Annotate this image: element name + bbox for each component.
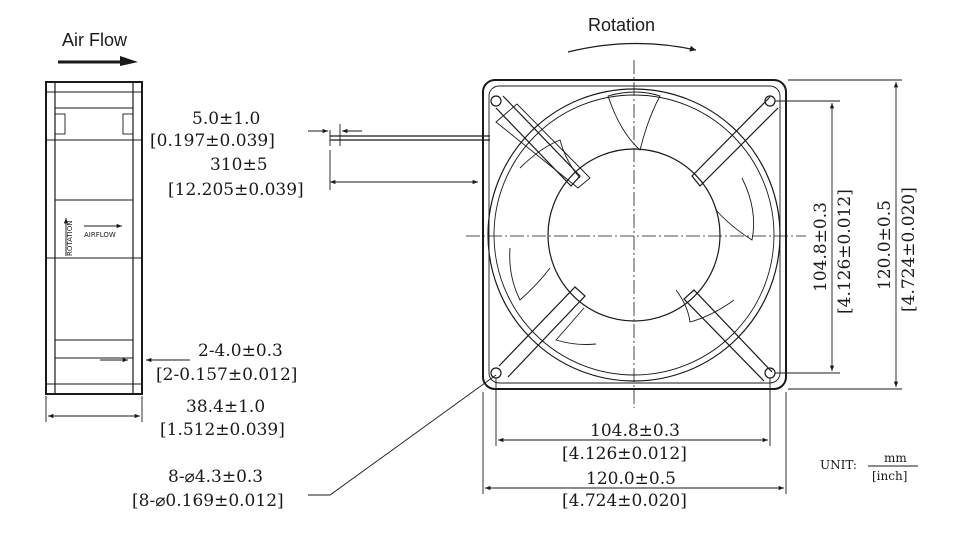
air-flow-label: Air Flow xyxy=(62,30,128,50)
side-sticker: ROTATION AIRFLOW xyxy=(63,218,122,256)
hole-spacing-h-inch: [4.126±0.012] xyxy=(562,444,687,464)
height-mm: 120.0±0.5 xyxy=(875,200,895,290)
height-vertical-dimension xyxy=(788,79,902,390)
depth-inch: [1.512±0.039] xyxy=(160,420,285,440)
unit-prefix: UNIT: xyxy=(820,458,857,472)
hole-spacing-v-inch: [4.126±0.012] xyxy=(835,189,855,314)
hole-spacing-v-mm: 104.8±0.3 xyxy=(811,202,831,292)
unit-legend: UNIT: mm [inch] xyxy=(820,451,918,483)
width-horizontal-dimension xyxy=(482,392,787,494)
hole-spacing-horizontal-dimension xyxy=(495,378,771,446)
lead-wire xyxy=(308,124,490,190)
flange-inch: [2-0.157±0.012] xyxy=(156,365,297,385)
fan-side-view xyxy=(45,81,143,395)
side-airflow-text: AIRFLOW xyxy=(84,231,116,239)
width-mm: 120.0±0.5 xyxy=(586,469,676,489)
hole-spacing-vertical-dimension xyxy=(775,100,840,374)
lead-strip-inch: [0.197±0.039] xyxy=(150,131,275,151)
fan-front-view xyxy=(482,79,787,390)
height-inch: [4.724±0.020] xyxy=(899,187,919,312)
width-inch: [4.724±0.020] xyxy=(562,491,687,511)
lead-length-mm: 310±5 xyxy=(210,155,268,175)
rotation-arrow xyxy=(567,42,697,53)
side-rotation-text: ROTATION xyxy=(66,221,74,256)
hole-spacing-h-mm: 104.8±0.3 xyxy=(590,421,680,441)
hole-leader xyxy=(308,374,497,496)
depth-mm: 38.4±1.0 xyxy=(186,397,265,417)
unit-denominator: [inch] xyxy=(872,469,907,483)
flange-mm: 2-4.0±0.3 xyxy=(198,341,283,361)
hole-inch: [8-⌀0.169±0.012] xyxy=(132,491,284,511)
rotation-label: Rotation xyxy=(588,15,655,35)
lead-length-inch: [12.205±0.039] xyxy=(168,180,304,200)
hole-mm: 8-⌀4.3±0.3 xyxy=(168,467,263,487)
lead-strip-mm: 5.0±1.0 xyxy=(192,109,260,129)
air-flow-arrow xyxy=(58,56,138,66)
depth-dimension-line xyxy=(45,396,143,422)
unit-numerator: mm xyxy=(884,451,907,465)
